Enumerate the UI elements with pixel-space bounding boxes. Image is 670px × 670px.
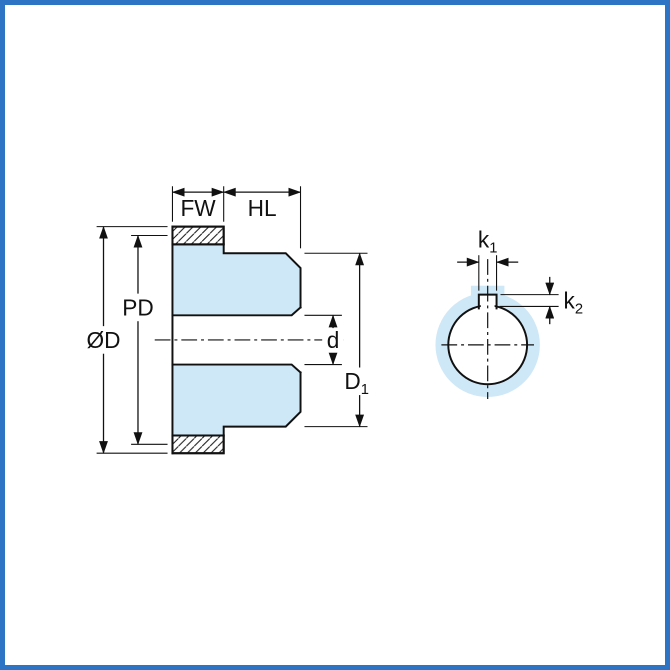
dimension-k2: k2 <box>499 276 584 325</box>
od-label-bg <box>79 326 128 354</box>
bore-lower-edge <box>171 363 302 374</box>
gear-contour-lower <box>171 371 302 455</box>
d1-label-bg <box>338 367 379 396</box>
tooth-top-hatch <box>172 226 224 245</box>
dimension-d1: D1 <box>304 252 379 428</box>
bore-end-view <box>435 259 540 400</box>
dimension-pd: PD <box>117 234 168 445</box>
od-label: ØD <box>87 327 121 353</box>
bore-upper-edge <box>171 306 302 317</box>
dimension-fw-hl: FW HL <box>171 186 302 249</box>
gear-body-lower-fill <box>172 364 301 436</box>
dimension-k1: k1 <box>457 226 519 291</box>
technical-drawing: FW HL ØD PD d D1 <box>79 186 584 455</box>
pd-label: PD <box>122 294 153 320</box>
tooth-bottom-hatch <box>172 435 224 454</box>
k1-label: k1 <box>478 226 498 256</box>
d-label: d <box>327 327 340 353</box>
hl-label: HL <box>248 195 277 221</box>
dimension-d: d <box>304 314 344 366</box>
gear-contour-upper <box>171 225 302 309</box>
k2-label: k2 <box>564 287 584 317</box>
gear-body-upper-fill <box>172 244 301 316</box>
gear-section-view <box>154 225 344 455</box>
fw-label: FW <box>180 195 216 221</box>
pd-label-bg <box>117 293 159 322</box>
d1-label: D1 <box>344 368 369 398</box>
d-label-bg <box>322 328 344 353</box>
dimension-od: ØD <box>79 226 168 454</box>
